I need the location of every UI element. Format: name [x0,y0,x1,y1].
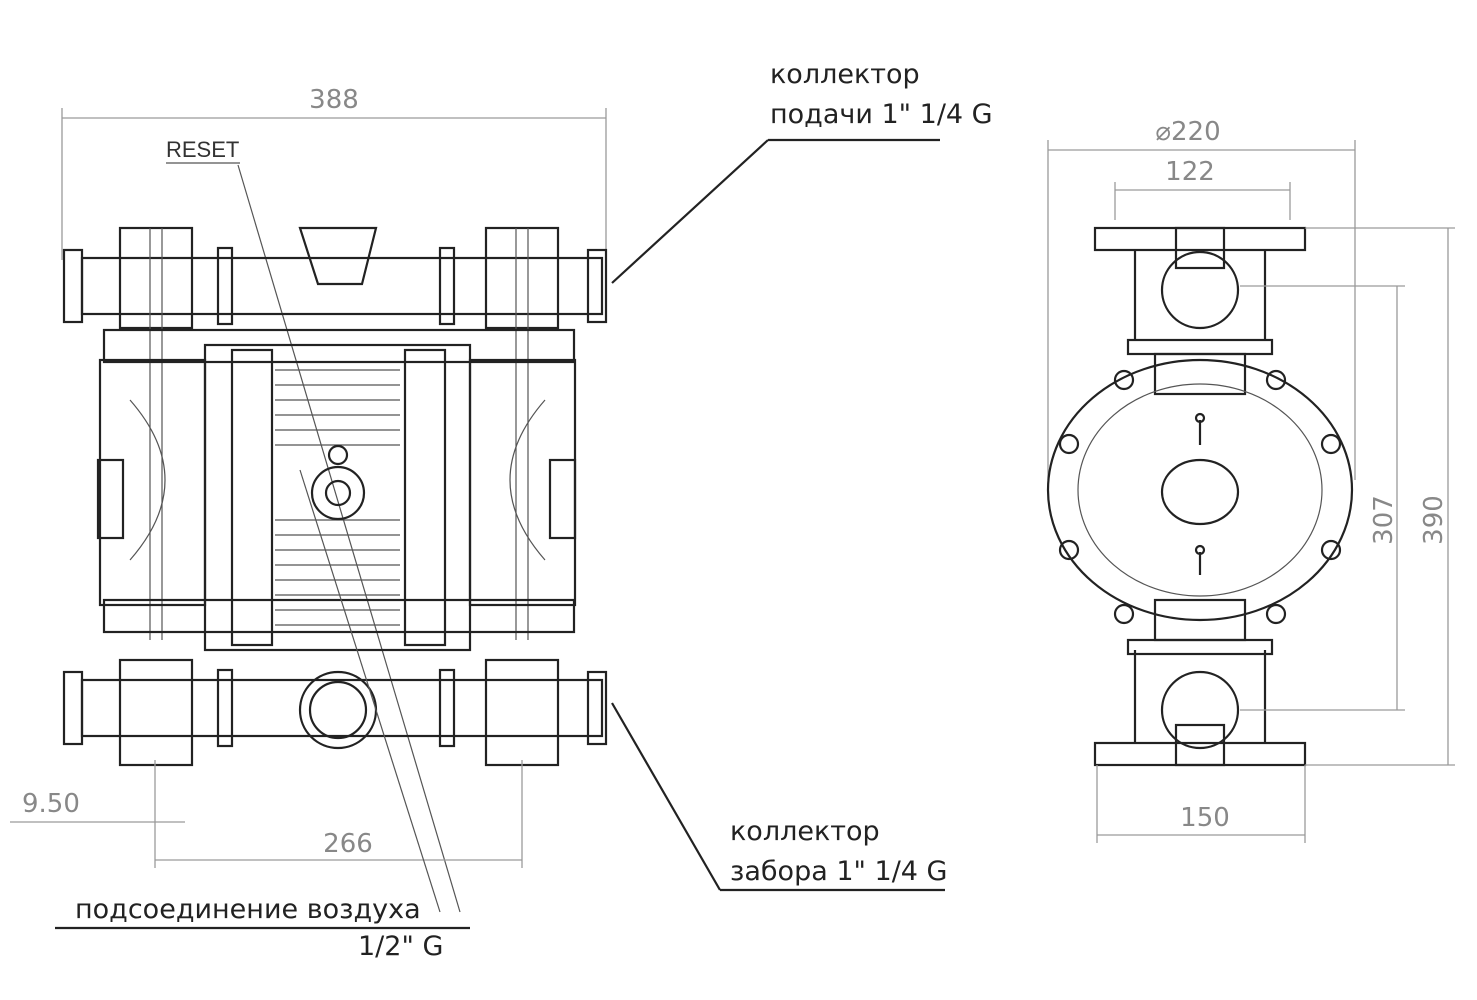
inlet-manifold [62,658,608,767]
svg-text:забора 1" 1/4 G: забора 1" 1/4 G [730,856,947,887]
air-connection-label: подсоединение воздуха 1/2" G [55,469,470,962]
dim-width-text: 388 [309,85,359,115]
side-view: ⌀220 122 [1046,117,1455,843]
pump-body [96,328,577,652]
svg-text:307: 307 [1369,495,1399,545]
front-view: 388 RESET [10,59,993,962]
svg-text:подачи 1" 1/4 G: подачи 1" 1/4 G [770,99,993,130]
svg-text:коллектор: коллектор [730,816,880,847]
dimension-9-50: 9.50 [10,789,185,823]
svg-text:коллектор: коллектор [770,59,920,90]
reset-label: RESET [166,137,239,162]
dimension-388: 388 [61,85,607,260]
flange-bolts [1058,369,1342,625]
outlet-manifold [62,226,608,640]
svg-text:1/2" G: 1/2" G [358,931,443,962]
dim-950-text: 9.50 [22,789,80,819]
dimension-390: 390 [1305,227,1455,766]
svg-text:подсоединение воздуха: подсоединение воздуха [75,894,421,925]
svg-text:150: 150 [1180,803,1230,833]
outlet-label: коллектор подачи 1" 1/4 G [611,59,993,284]
reset-leader [237,164,461,913]
flow-arrow-icons [1194,412,1206,575]
dimension-266: 266 [154,760,523,868]
dimension-220: ⌀220 [1047,117,1356,480]
inlet-label: коллектор забора 1" 1/4 G [611,702,947,892]
dimension-307: 307 [1240,285,1405,711]
svg-text:⌀220: ⌀220 [1155,117,1220,147]
dimension-122: 122 [1114,157,1291,220]
svg-text:122: 122 [1165,157,1215,187]
dimension-150: 150 [1096,765,1306,843]
dim-266-text: 266 [323,829,373,859]
svg-text:390: 390 [1419,495,1449,545]
